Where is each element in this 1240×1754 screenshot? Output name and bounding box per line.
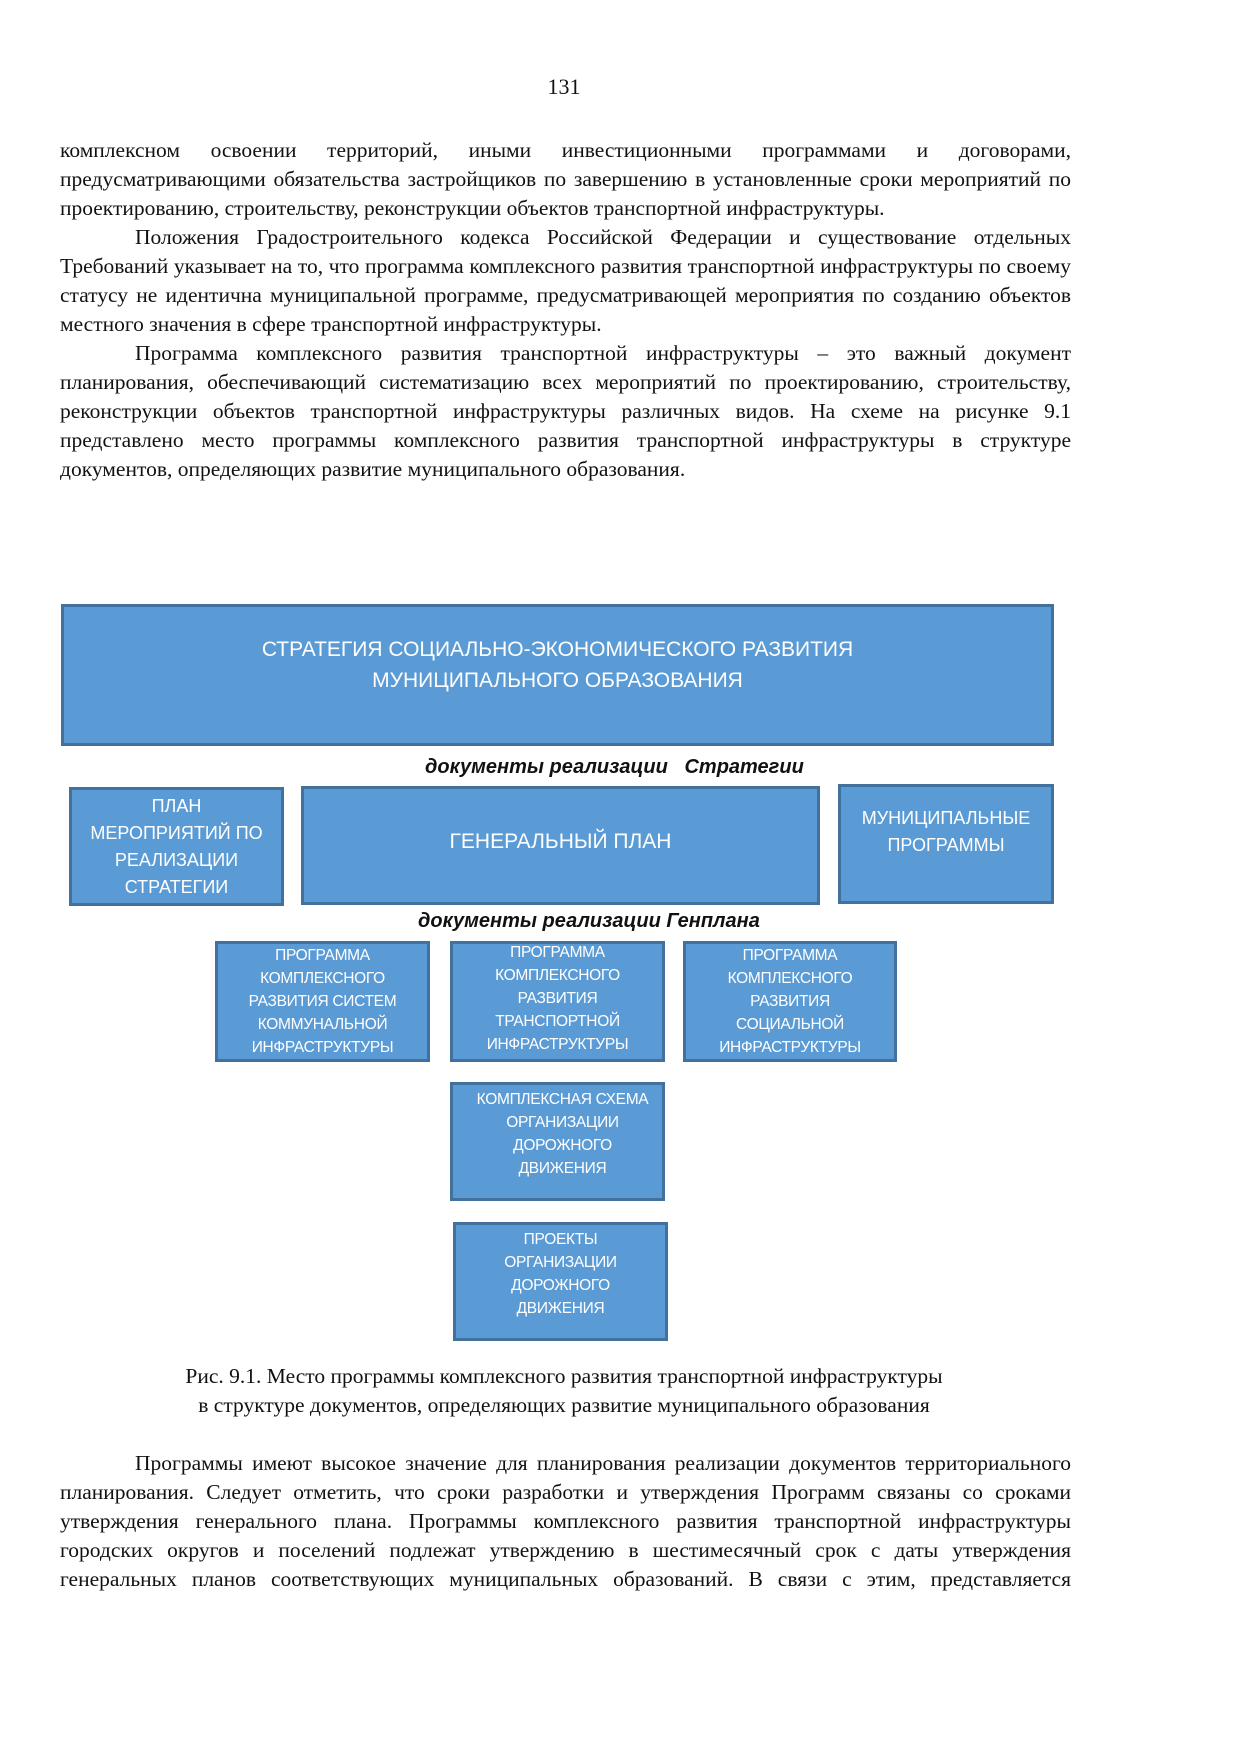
box-line: инфраструктуры xyxy=(719,1039,861,1056)
paragraph: комплексном освоении территорий, иными и… xyxy=(60,138,1071,220)
ksodd-box: Комплексная схема организации дорожного дви… xyxy=(450,1082,665,1201)
box-line: Программа xyxy=(275,947,370,964)
social-program-box: Программа комплексного развития социальной и… xyxy=(683,941,897,1062)
caption-line: в структуре документов, определяющих раз… xyxy=(198,1393,930,1417)
box-line: инфраструктуры xyxy=(251,1039,394,1056)
general-plan-box: Генеральный план xyxy=(301,786,820,905)
box-line: Муниципальные xyxy=(861,808,1031,828)
body-text-bottom: Программы имеют высокое значение для пла… xyxy=(60,1449,1071,1594)
paragraph: Положения Градостроительного кодекса Рос… xyxy=(60,225,1071,336)
box-line: организации xyxy=(504,1253,617,1271)
box-line: Комплексная схема xyxy=(476,1090,649,1108)
box-line: дорожного xyxy=(513,1136,612,1154)
podd-box: Проекты организации дорожного движения xyxy=(453,1222,668,1341)
plan-box: План мероприятий по реализации стратегии xyxy=(69,787,284,906)
body-text-top: комплексном освоении территорий, иными и… xyxy=(60,136,1071,484)
box-line: комплексного xyxy=(495,967,620,984)
paragraph: Программа комплексного развития транспор… xyxy=(60,341,1071,481)
box-line: Программа xyxy=(742,947,838,964)
box-line: развития xyxy=(750,993,830,1010)
box-line: Программа xyxy=(510,944,605,961)
strategy-box: Стратегия социально-экономического разви… xyxy=(61,604,1054,746)
page-number: 131 xyxy=(547,74,581,99)
box-line: программы xyxy=(887,835,1005,855)
box-line: комплексного xyxy=(260,970,385,987)
paragraph: Программы имеют высокое значение для пла… xyxy=(60,1451,1071,1591)
box-line: Генеральный план xyxy=(449,830,672,853)
box-line: социальной xyxy=(736,1016,844,1033)
transport-program-box: Программа комплексного развития транспортно… xyxy=(450,941,665,1062)
label-strategy-docs: документы реализации Стратегии xyxy=(425,756,804,778)
box-line: движения xyxy=(518,1159,607,1177)
communal-program-box: Программа комплексного развития систем комм… xyxy=(215,941,430,1062)
box-line: мероприятий по xyxy=(90,822,263,843)
box-line: реализации xyxy=(114,849,239,870)
box-line: инфраструктуры xyxy=(486,1036,629,1053)
box-line: Проекты xyxy=(523,1230,598,1248)
figure-caption: Рис. 9.1. Место программы комплексного р… xyxy=(0,1362,1128,1420)
box-line: комплексного xyxy=(727,970,853,987)
label-genplan-docs: документы реализации Генплана xyxy=(418,910,760,932)
box-line: развития систем xyxy=(248,993,397,1010)
box-line: Стратегия социально-экономического разви… xyxy=(261,638,854,661)
municipal-programs-box: Муниципальные программы xyxy=(838,784,1054,904)
box-line: движения xyxy=(516,1299,605,1317)
box-line: коммунальной xyxy=(257,1016,388,1033)
box-line: транспортной xyxy=(495,1013,620,1030)
box-line: организации xyxy=(506,1113,619,1131)
caption-line: Рис. 9.1. Место программы комплексного р… xyxy=(185,1364,943,1388)
box-line: стратегии xyxy=(124,876,229,897)
box-line: муниципального образования xyxy=(372,669,743,692)
box-line: дорожного xyxy=(511,1276,610,1294)
box-line: развития xyxy=(517,990,598,1007)
box-line: План xyxy=(151,795,202,816)
